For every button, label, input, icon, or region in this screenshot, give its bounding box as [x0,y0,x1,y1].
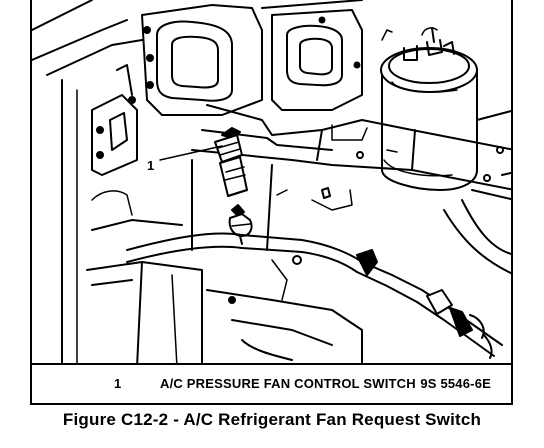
line-fitting [228,204,253,245]
right-components [443,110,511,275]
figure-frame: 1 [30,0,513,405]
callout-number: 1 [147,158,154,173]
legend-item-number: 1 [114,376,122,391]
figure-code: 9S 5546-6E [420,376,491,391]
legend-bar: 1 A/C PRESSURE FAN CONTROL SWITCH 9S 554… [32,363,511,403]
pressure-switch-part [214,127,248,197]
relay-canister [380,27,478,191]
upper-panel [261,0,363,111]
legend-item-label: A/C PRESSURE FAN CONTROL SWITCH [160,376,416,391]
refrigerant-line [126,232,503,359]
callout-leader-line [159,145,223,161]
fender-bracket [32,0,143,367]
engine-bay-illustration: 1 [32,0,511,367]
support-bracket [128,4,263,116]
figure-caption: Figure C12-2 - A/C Refrigerant Fan Reque… [62,410,482,429]
engine-block [86,159,363,367]
